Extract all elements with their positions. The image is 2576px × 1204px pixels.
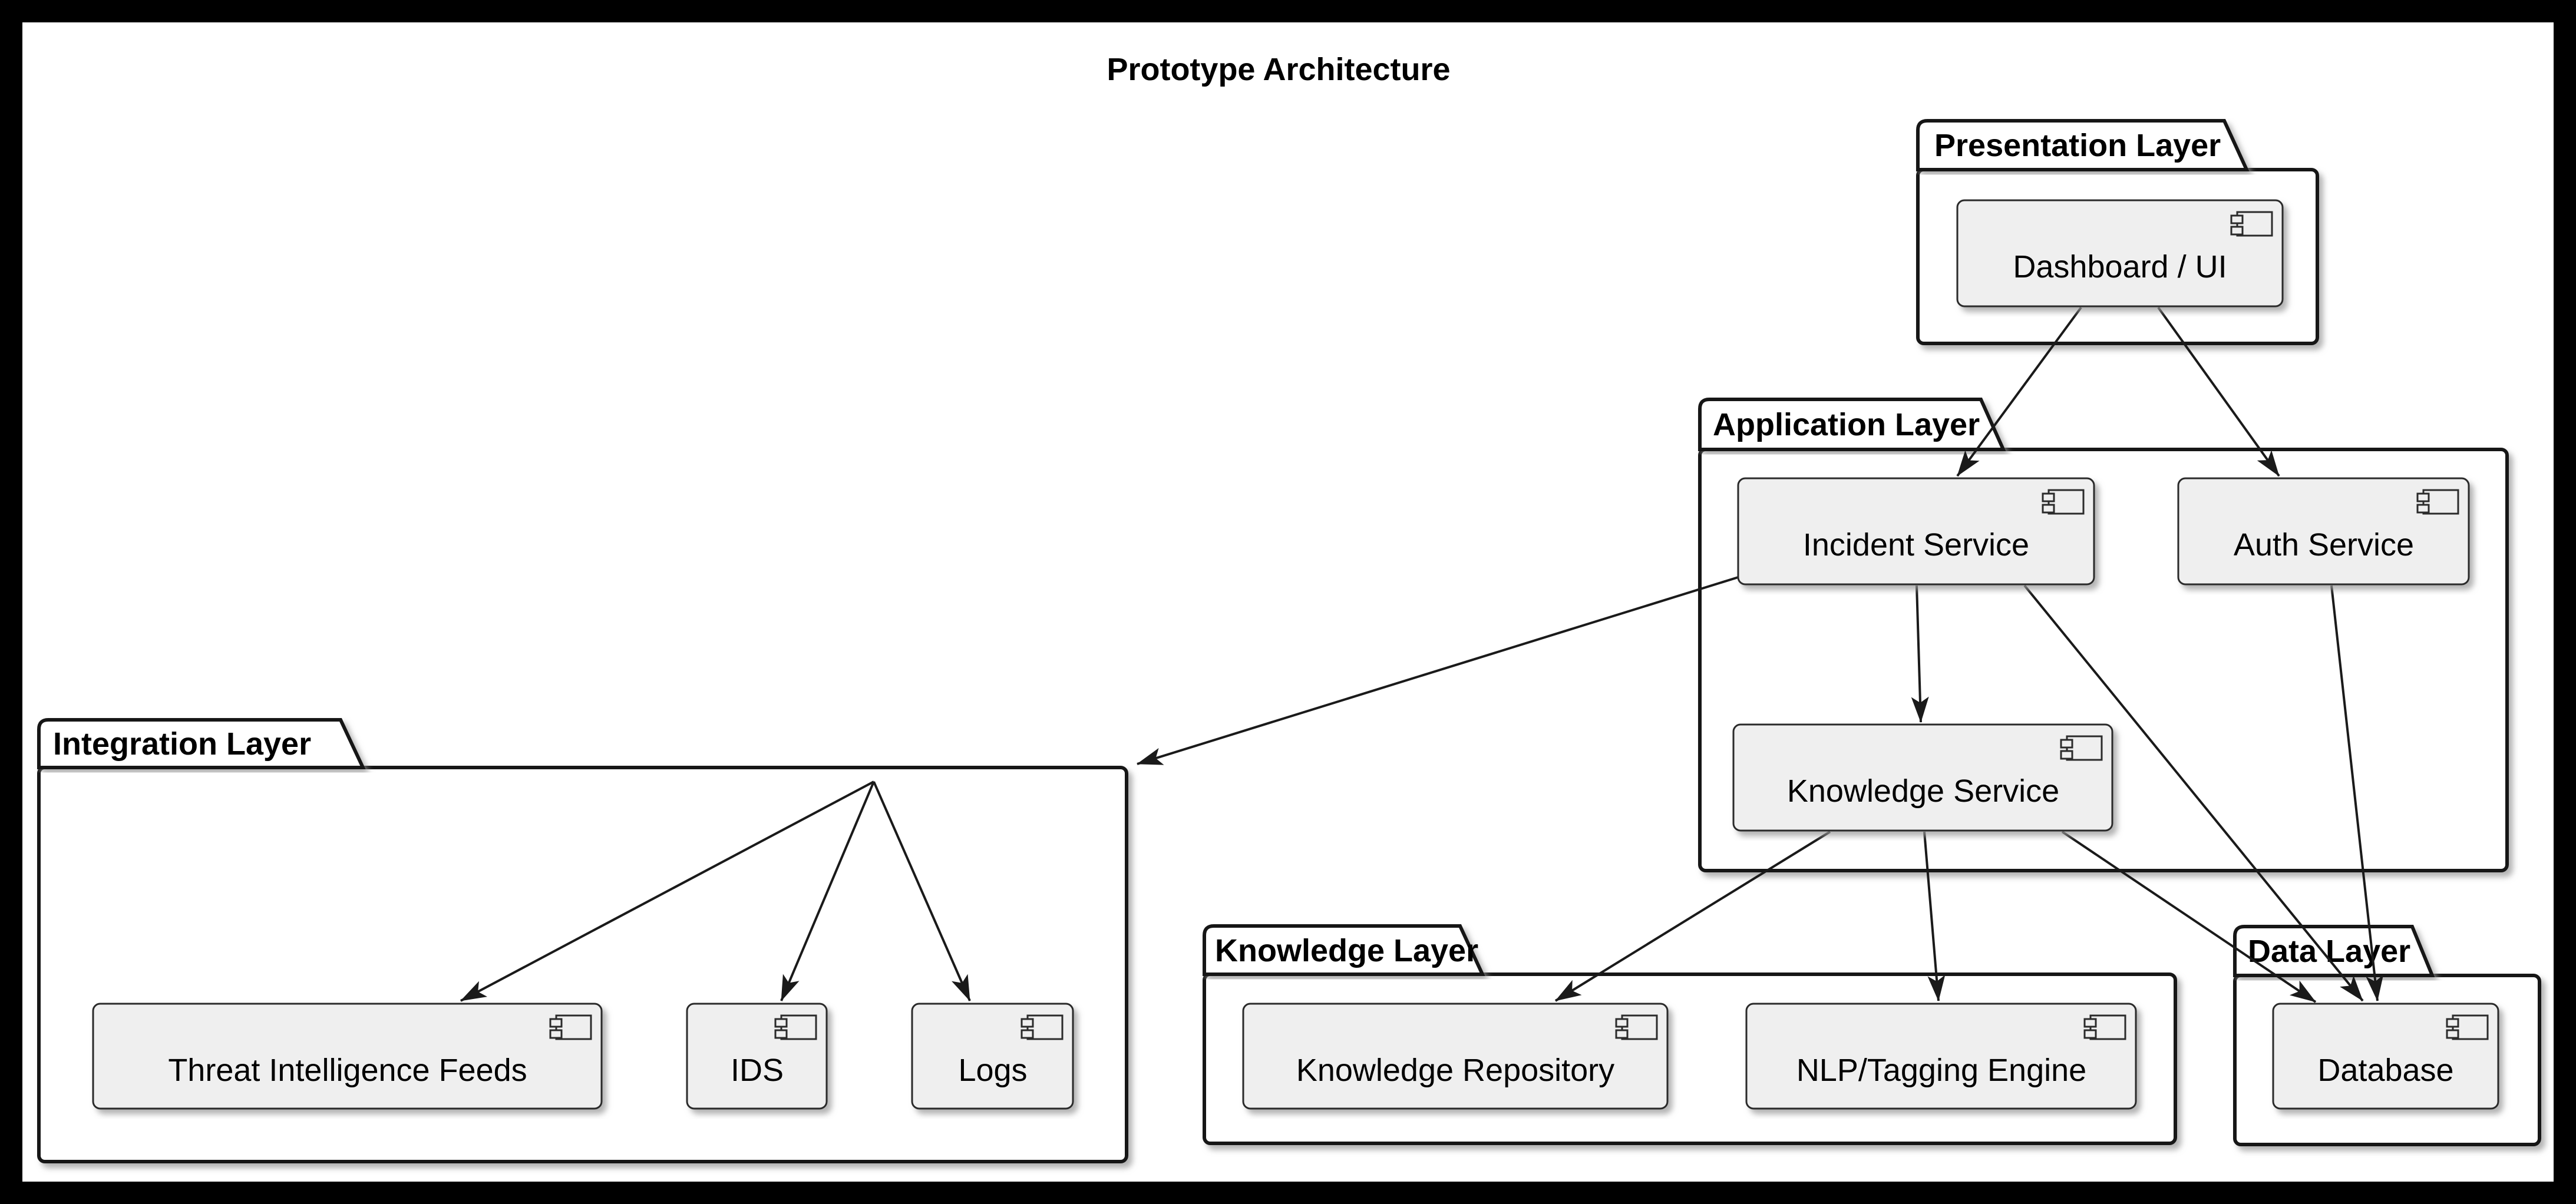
component-knowledge-service-box (1732, 723, 2113, 832)
package-data-tab (2233, 925, 2435, 977)
page-title: Prototype Architecture (1107, 52, 1450, 87)
component-knowledge-repository-box (1242, 1003, 1669, 1110)
component-nlp-engine: NLP/Tagging Engine (1745, 1003, 2137, 1110)
package-application-tab (1698, 398, 2006, 451)
component-icon (2416, 489, 2459, 515)
component-knowledge-repository: Knowledge Repository (1242, 1003, 1669, 1110)
component-knowledge-repository-label: Knowledge Repository (1296, 1053, 1614, 1088)
component-icon (549, 1014, 592, 1040)
package-presentation-label: Presentation Layer (1934, 128, 2221, 163)
component-incident-service-label: Incident Service (1803, 527, 2029, 563)
edge-incident-service-to-knowledge-service (1911, 585, 1929, 723)
component-logs-label: Logs (958, 1053, 1027, 1088)
package-integration-label: Integration Layer (53, 726, 311, 762)
component-icon (2230, 211, 2273, 237)
component-threat-intelligence-feeds-box (92, 1003, 603, 1110)
component-knowledge-service-label: Knowledge Service (1787, 773, 2059, 809)
component-ids-label: IDS (731, 1053, 784, 1088)
package-knowledge-label: Knowledge Layer (1215, 933, 1478, 968)
component-dashboard-box (1956, 199, 2284, 307)
edge-knowledge-service-to-nlp-engine (1923, 831, 1946, 1001)
component-incident-service: Incident Service (1737, 477, 2095, 586)
component-icon (2042, 489, 2085, 515)
package-integration-tab (37, 718, 366, 769)
edge-dashboard-to-incident-service (1956, 306, 2082, 477)
component-dashboard: Dashboard / UI (1956, 199, 2284, 307)
component-database: Database (2272, 1003, 2499, 1110)
edge-integration-layer-to-logs (873, 781, 971, 1001)
component-icon (2083, 1014, 2126, 1040)
edge-integration-layer-to-threat-intelligence-feeds (460, 780, 874, 1002)
edge-auth-service-to-database (2330, 585, 2384, 1001)
component-icon (774, 1014, 817, 1040)
component-nlp-engine-label: NLP/Tagging Engine (1796, 1053, 2086, 1088)
edge-integration-layer-to-ids (780, 781, 875, 1001)
edge-incident-service-to-integration-layer (1137, 576, 1739, 765)
component-threat-intelligence-feeds-label: Threat Intelligence Feeds (168, 1053, 527, 1088)
component-icon (2446, 1014, 2489, 1040)
component-knowledge-service: Knowledge Service (1732, 723, 2113, 832)
component-icon (1021, 1014, 1064, 1040)
edge-incident-service-to-database (2023, 584, 2364, 1002)
component-auth-service: Auth Service (2177, 477, 2470, 586)
component-icon (2060, 735, 2103, 761)
edge-knowledge-service-to-knowledge-repository (1554, 831, 1831, 1002)
component-nlp-engine-box (1745, 1003, 2137, 1110)
component-auth-service-box (2177, 477, 2470, 586)
component-dashboard-label: Dashboard / UI (2013, 249, 2227, 285)
package-knowledge-tab (1203, 924, 1485, 976)
component-icon (1615, 1014, 1658, 1040)
package-data-label: Data Layer (2248, 934, 2410, 969)
package-presentation-tab (1916, 119, 2250, 171)
component-database-box (2272, 1003, 2499, 1110)
edge-knowledge-service-to-database (2061, 831, 2317, 1003)
component-threat-intelligence-feeds: Threat Intelligence Feeds (92, 1003, 603, 1110)
component-database-label: Database (2317, 1053, 2453, 1088)
component-auth-service-label: Auth Service (2234, 527, 2414, 563)
component-ids: IDS (686, 1003, 828, 1110)
component-logs: Logs (911, 1003, 1074, 1110)
package-application-label: Application Layer (1713, 407, 1980, 442)
component-incident-service-box (1737, 477, 2095, 586)
edge-dashboard-to-auth-service (2157, 306, 2280, 477)
